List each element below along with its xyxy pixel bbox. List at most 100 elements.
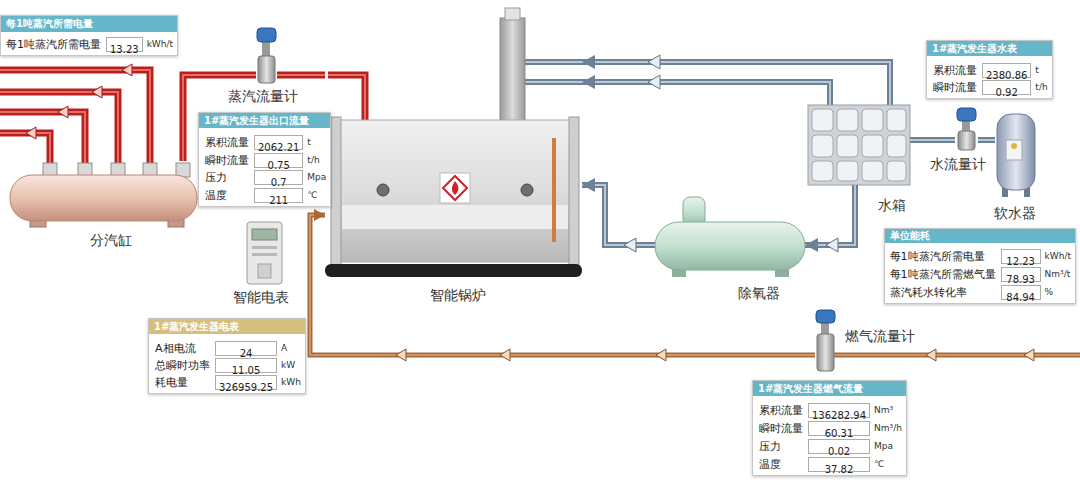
flow-chevron — [396, 349, 406, 361]
unit-label: kWh — [281, 375, 301, 390]
pipe-highlight — [310, 215, 815, 355]
pipe-highlight — [978, 139, 995, 141]
chimney-top — [505, 8, 520, 20]
pipe-connector — [805, 185, 855, 245]
tank-panel — [812, 109, 833, 131]
flow-chevron — [1024, 349, 1034, 361]
value-text: 37.82 — [825, 463, 854, 476]
softener-tank — [997, 114, 1035, 190]
boiler-base — [325, 264, 582, 277]
equipment: 蒸汽流量计 — [256, 28, 277, 84]
steam-header-cylinder — [10, 175, 197, 221]
equipment: 分汽缸 — [8, 161, 199, 228]
row-label: 累积流量 — [933, 63, 977, 78]
row-label: 瞬时流量 — [205, 153, 249, 168]
gas-supply-highlight — [833, 354, 1080, 356]
water-stub-pipe — [522, 62, 583, 82]
value-box: 11.05 — [215, 358, 277, 373]
pipe-connector — [582, 62, 890, 105]
pipe-highlight — [910, 139, 955, 141]
flow-chevron — [826, 238, 838, 252]
value-text: 13.23 — [110, 43, 139, 56]
tank-panel — [887, 161, 906, 181]
steam-outlet-highlight — [0, 70, 150, 163]
row-label: 瞬时流量 — [933, 80, 977, 95]
pipe-highlight — [582, 82, 830, 105]
data-panel: 1#蒸汽发生器出口流量累积流量t瞬时流量t/h压力Mpa温度℃2062.210.… — [198, 112, 331, 207]
pipe — [582, 82, 830, 105]
pipe — [805, 185, 855, 245]
flow-chevron — [500, 349, 510, 361]
warning-diamond — [443, 176, 467, 200]
panel-header: 1#蒸汽发生器水表 — [927, 41, 1052, 56]
water-tank — [808, 105, 910, 185]
equipment: 水流量计 — [955, 108, 978, 150]
softener-dot — [1011, 143, 1017, 149]
pipe — [910, 137, 955, 143]
arrowhead — [582, 185, 605, 186]
tank-panel — [812, 135, 833, 157]
panel-header: 1#蒸汽发生器出口流量 — [199, 113, 330, 128]
pipe-highlight — [582, 62, 890, 105]
unit-label: Nm³/h — [874, 421, 902, 436]
unit-label: kWh/t — [147, 37, 173, 52]
value-box: 24 — [215, 341, 277, 356]
boiler-band — [342, 205, 568, 229]
flow-chevron — [648, 55, 660, 69]
tank-panel — [887, 109, 906, 131]
flow-chevron — [58, 106, 68, 118]
row-label: 温度 — [205, 188, 227, 203]
electric-meter-case — [247, 222, 282, 284]
pipe — [582, 62, 890, 105]
value-text: 84.94 — [1006, 291, 1035, 304]
meter-head — [957, 108, 976, 121]
equipment-label: 水流量计 — [930, 156, 986, 172]
equipment-label: 软水器 — [994, 205, 1036, 221]
value-text: 326959.25 — [219, 381, 273, 394]
unit-label: A — [281, 341, 287, 356]
value-box: 211 — [254, 188, 303, 203]
unit-label: t/h — [1035, 80, 1047, 95]
equipment: 智能锅炉 — [325, 8, 582, 280]
row-label: 总瞬时功率 — [155, 358, 210, 373]
meter-body — [958, 131, 975, 150]
row-label: 压力 — [205, 170, 227, 185]
flame-symbol — [452, 181, 458, 195]
value-box: 84.94 — [1001, 285, 1041, 300]
row-label: 每1吨蒸汽所需燃气量 — [890, 267, 996, 282]
flow-chevron — [92, 86, 102, 98]
pipe-connector — [582, 82, 830, 105]
data-panel: 单位能耗每1吨蒸汽所需电量kWh/t每1吨蒸汽所需燃气量Nm³/t蒸汽耗水转化率… — [884, 228, 1076, 304]
data-panel: 1#蒸汽发生器电表A相电流A总瞬时功率kW耗电量kWh2411.05326959… — [148, 318, 306, 394]
unit-label: Nm³ — [874, 403, 893, 418]
meter-head — [816, 310, 835, 323]
softener-label-plate — [1006, 140, 1022, 160]
tank-panel — [837, 161, 858, 181]
tank-panel — [837, 135, 858, 157]
unit-label: ℃ — [874, 457, 884, 472]
value-box: 12.23 — [1001, 249, 1041, 264]
pipe-connector — [910, 140, 955, 141]
pipe-connector — [310, 215, 815, 355]
panel-header: 1#蒸汽发生器电表 — [149, 319, 305, 334]
pipe — [582, 185, 655, 245]
equipment-label: 智能电表 — [233, 289, 289, 305]
meter-stem — [262, 40, 270, 58]
value-box: 0.75 — [254, 153, 303, 168]
pipe-connector — [978, 140, 995, 141]
panel-header: 1#蒸汽发生器燃气流量 — [753, 381, 906, 396]
equipment-label: 蒸汽流量计 — [228, 88, 298, 104]
boiler-bolt — [377, 184, 389, 196]
gas-chevrons — [396, 349, 1034, 361]
arrowhead — [582, 82, 830, 83]
steam-outlet-pipe — [0, 70, 150, 163]
flow-chevron — [648, 75, 660, 89]
meter-body — [817, 334, 834, 371]
row-label: 压力 — [759, 439, 781, 454]
tank-panel — [862, 135, 883, 157]
tank-panel — [862, 161, 883, 181]
equipment: 软水器 — [995, 112, 1037, 197]
tank-panel — [812, 161, 833, 181]
value-box: 0.02 — [808, 439, 870, 454]
value-box: 78.93 — [1001, 267, 1041, 282]
